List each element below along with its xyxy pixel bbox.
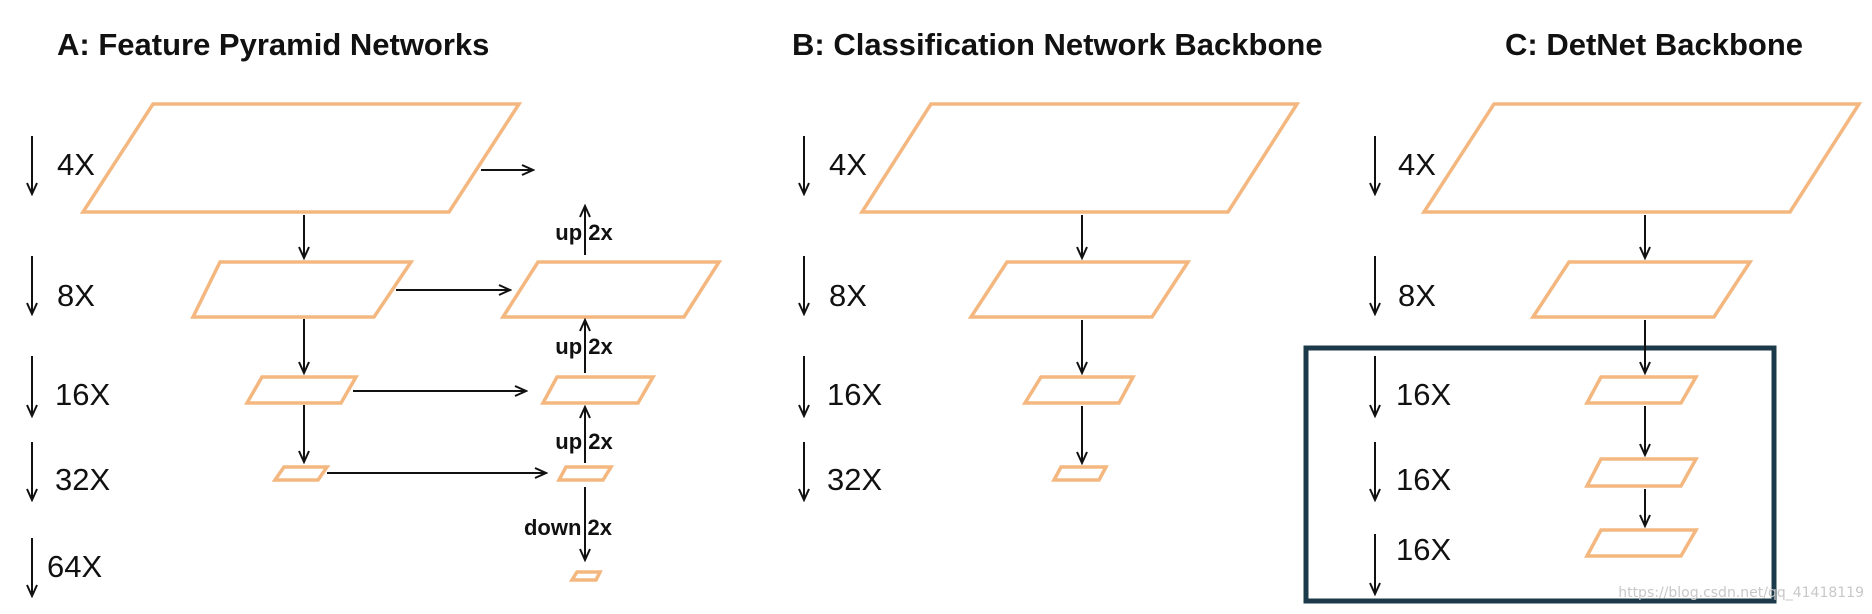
feature-map-16x [1584,528,1700,558]
scale-label-8x: 8X [829,278,867,313]
fpn-output-8x [499,260,723,319]
scale-label-4x: 4X [829,147,867,182]
feature-map-8x [1529,260,1754,319]
scale-label-8x: 8X [57,278,95,313]
op-label-down-2x: down 2x [524,515,613,540]
feature-map-4x [1420,102,1863,214]
feature-map-8x [967,260,1192,319]
scale-label-4x: 4X [1398,147,1436,182]
scale-label-32x: 32X [827,462,882,497]
feature-map-32x [271,465,331,482]
op-label-up-2x: up 2x [555,429,613,454]
fpn-output-32x [556,465,615,482]
scale-label-4x: 4X [57,147,95,182]
op-label-up-2x: up 2x [555,220,613,245]
scale-label-16x: 16X [1396,462,1451,497]
detnet-dilated-stage-highlight [1303,345,1777,604]
feature-map-16x [1584,375,1700,405]
panel-c-title: C: DetNet Backbone [1505,27,1803,62]
panel-c-scale-axis: 4X 8X 16X 16X 16X [1375,136,1451,594]
scale-label-16x: 16X [1396,377,1451,412]
feature-map-16x [243,375,360,405]
scale-label-8x: 8X [1398,278,1436,313]
panel-c: C: DetNet Backbone 4X 8X 16X 16X 16X [1303,27,1863,604]
op-label-up-2x: up 2x [555,334,613,359]
feature-map-4x [79,102,523,214]
feature-map-32x [1051,465,1109,482]
panel-b-title: B: Classification Network Backbone [792,27,1323,62]
panel-a-scale-axis: 4X 8X 16X 32X 64X [32,136,110,596]
scale-label-32x: 32X [55,462,110,497]
panel-b-scale-axis: 4X 8X 16X 32X [804,136,882,500]
watermark: https://blog.csdn.net/qq_41418119 [1618,585,1864,601]
feature-map-4x [858,102,1301,214]
fpn-output-16x [540,375,657,405]
panel-a-title: A: Feature Pyramid Networks [57,27,489,62]
scale-label-64x: 64X [47,549,102,584]
scale-label-16x: 16X [55,377,110,412]
panel-a: A: Feature Pyramid Networks 4X 8X 16X 32… [32,27,723,596]
feature-map-16x [1584,457,1699,488]
scale-label-16x: 16X [1396,532,1451,567]
feature-map-8x [190,260,415,319]
panel-b: B: Classification Network Backbone 4X 8X… [792,27,1323,500]
feature-map-16x [1021,375,1136,405]
scale-label-16x: 16X [827,377,882,412]
fpn-output-64x [568,570,603,582]
